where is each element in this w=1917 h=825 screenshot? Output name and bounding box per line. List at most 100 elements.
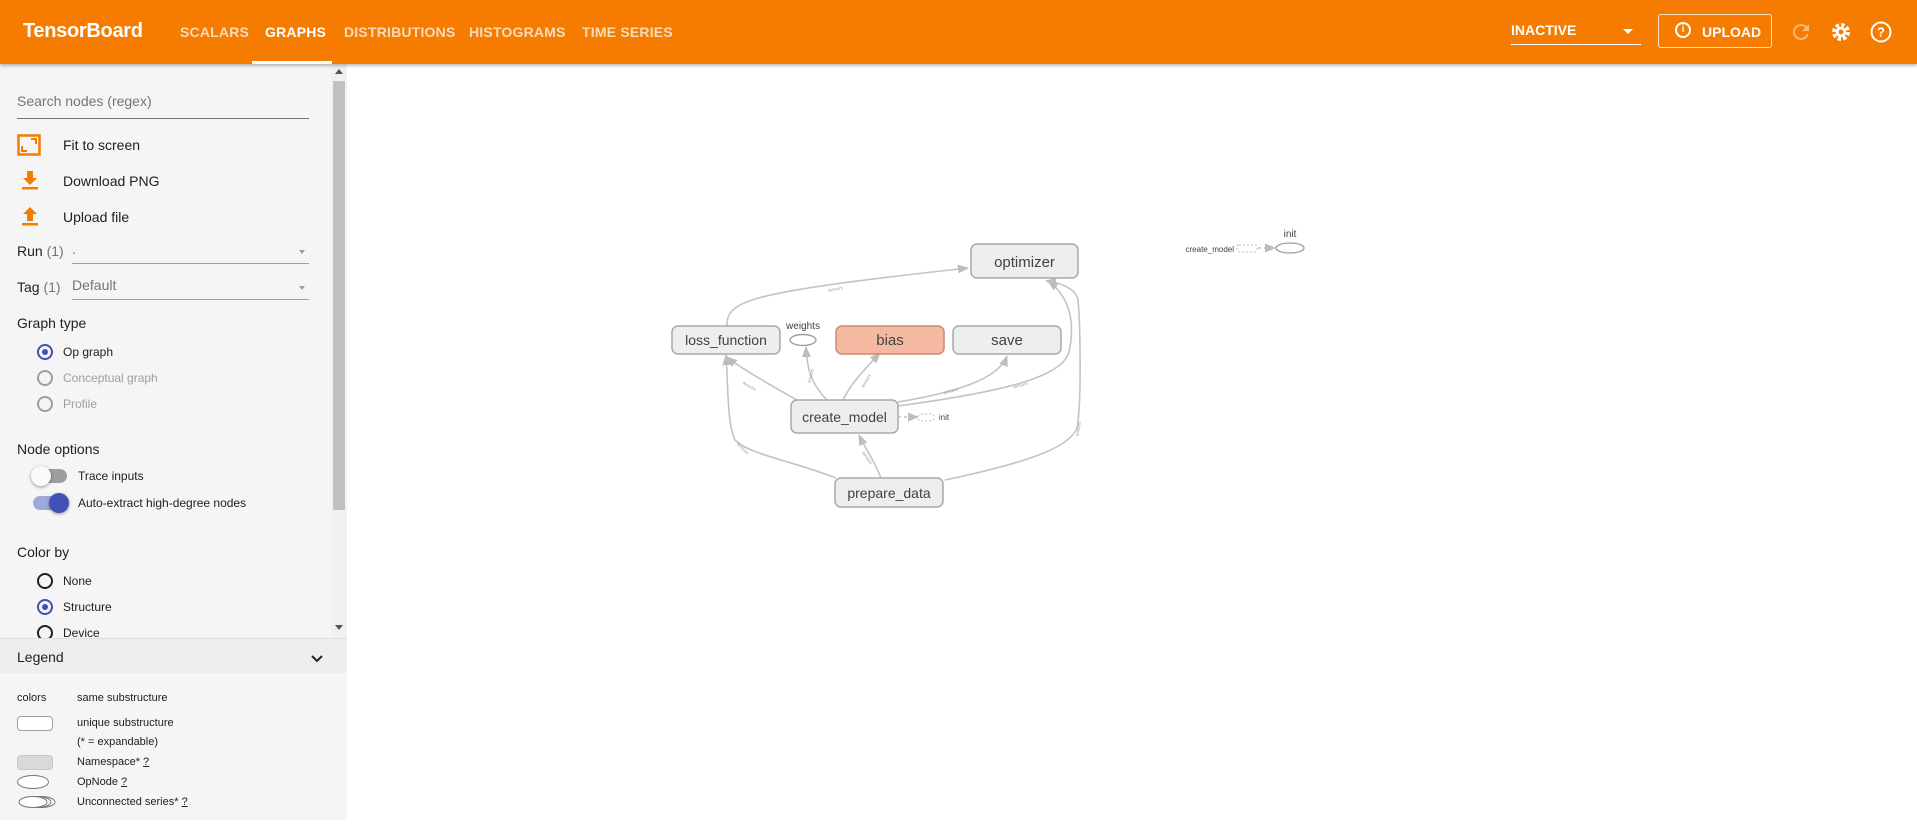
edge-create-to-save	[897, 354, 1008, 403]
color-by-title: Color by	[17, 544, 70, 560]
top-bar: TensorBoard SCALARS GRAPHS DISTRIBUTIONS…	[0, 0, 1917, 64]
node-label: init	[939, 413, 950, 422]
node-label: save	[991, 332, 1023, 349]
edge-label: tensors	[742, 380, 758, 392]
node-label: optimizer	[994, 254, 1055, 271]
node-label: loss_function	[685, 332, 767, 348]
toggle-knob	[31, 466, 51, 486]
node-init-small[interactable]: init	[917, 413, 950, 422]
scroll-up-arrow-icon[interactable]	[335, 69, 343, 74]
unconnected-series-swatch-icon	[17, 795, 57, 814]
aux-init-node[interactable]	[1275, 242, 1305, 254]
toggle-knob	[49, 493, 69, 513]
chevron-down-icon	[1623, 29, 1633, 34]
settings-gear-icon[interactable]	[1829, 20, 1853, 44]
node-save[interactable]: save	[952, 325, 1062, 355]
legend-same-substructure: same substructure	[77, 692, 168, 704]
node-optimizer[interactable]: optimizer	[970, 243, 1079, 279]
run-field-label: Run (1)	[17, 243, 64, 259]
tag-count: (1)	[43, 279, 61, 295]
node-label: prepare_data	[847, 485, 931, 501]
edge-create-to-loss	[726, 356, 798, 401]
legend-unconnected: Unconnected series* ?	[77, 796, 188, 808]
node-label: bias	[876, 332, 904, 349]
app-title: TensorBoard	[23, 20, 143, 42]
edge-labels: tensors tensors tensors tensors tensors …	[736, 285, 1082, 466]
tab-distributions[interactable]: DISTRIBUTIONS	[344, 24, 456, 40]
edge-label: tensors	[1075, 420, 1083, 436]
legend-header[interactable]: Legend	[0, 638, 347, 674]
run-status-select[interactable]: INACTIVE	[1511, 22, 1641, 45]
edge-label: tensors	[828, 285, 844, 293]
node-options-title: Node options	[17, 441, 100, 457]
node-loss-function[interactable]: loss_function	[671, 325, 781, 355]
conceptual-graph-label: Conceptual graph	[63, 371, 158, 385]
tab-histograms[interactable]: HISTOGRAMS	[469, 24, 566, 40]
graph-type-title: Graph type	[17, 315, 87, 331]
sidebar: Search nodes (regex) Fit to screen Downl…	[0, 64, 347, 638]
edge-label: tensors	[806, 367, 815, 383]
graph-canvas[interactable]: tensors tensors tensors tensors tensors …	[347, 64, 1917, 820]
run-dropdown[interactable]: .	[72, 241, 309, 264]
run-count: (1)	[46, 243, 64, 259]
namespace-help-link[interactable]: ?	[143, 756, 150, 768]
tag-field-label: Tag (1)	[17, 279, 61, 295]
unique-substructure-swatch	[17, 716, 53, 731]
dropdown-caret-icon	[299, 286, 305, 290]
scroll-down-arrow-icon[interactable]	[335, 625, 343, 630]
legend-body: colors same substructure unique substruc…	[0, 673, 347, 820]
legend-namespace-label: Namespace*	[77, 756, 140, 768]
profile-label: Profile	[63, 397, 98, 411]
unconnected-help-link[interactable]: ?	[181, 796, 188, 808]
graph-svg[interactable]: tensors tensors tensors tensors tensors …	[347, 64, 1917, 820]
tab-graphs[interactable]: GRAPHS	[265, 24, 327, 40]
radio-unselected-icon	[37, 625, 53, 638]
tag-dropdown-value: Default	[72, 277, 117, 293]
legend-unique-substructure: unique substructure	[77, 717, 174, 729]
download-icon	[21, 170, 39, 195]
edge-label: tensors	[860, 372, 872, 388]
tab-time-series[interactable]: TIME SERIES	[582, 24, 673, 40]
radio-selected-icon	[37, 599, 53, 615]
run-label: Run	[17, 243, 43, 259]
sidebar-scrollbar-thumb[interactable]	[333, 81, 345, 510]
node-create-model[interactable]: create_model	[790, 399, 899, 434]
search-nodes-input[interactable]: Search nodes (regex)	[17, 93, 309, 119]
search-placeholder: Search nodes (regex)	[17, 93, 152, 109]
tab-scalars[interactable]: SCALARS	[180, 24, 250, 40]
upload-file-label: Upload file	[63, 209, 130, 225]
edge-label: tensors	[943, 387, 959, 396]
refresh-icon[interactable]	[1789, 20, 1813, 44]
edge-label: tensors	[1013, 381, 1029, 390]
edge-prepare-to-optimizer	[944, 277, 1081, 481]
opnode-help-link[interactable]: ?	[121, 776, 128, 788]
aux-create-model-node[interactable]	[1236, 244, 1258, 253]
auto-extract-label: Auto-extract high-degree nodes	[78, 496, 247, 510]
node-weights[interactable]: weights	[785, 321, 820, 347]
radio-selected-icon	[37, 344, 53, 360]
upload-icon	[21, 206, 39, 231]
fit-to-screen-label: Fit to screen	[63, 137, 141, 153]
trace-inputs-label: Trace inputs	[78, 469, 144, 483]
opnode-swatch-icon	[17, 775, 49, 789]
run-status-value: INACTIVE	[1511, 22, 1577, 38]
color-device-label: Device	[63, 626, 100, 638]
edge-loss-to-optimizer	[726, 264, 970, 327]
upload-label: UPLOAD	[1702, 24, 1762, 40]
help-icon[interactable]: ?	[1869, 20, 1893, 44]
op-graph-label: Op graph	[63, 345, 114, 359]
namespace-swatch	[17, 755, 53, 770]
legend-unconnected-label: Unconnected series*	[77, 796, 179, 808]
tag-dropdown[interactable]: Default	[72, 277, 309, 300]
info-icon: i	[1675, 22, 1691, 38]
dropdown-caret-icon	[299, 250, 305, 254]
upload-button[interactable]: i UPLOAD	[1658, 14, 1772, 48]
node-bias[interactable]: bias	[835, 325, 945, 355]
edge-prepare-to-loss	[722, 353, 837, 479]
color-none-label: None	[63, 574, 92, 588]
aux-init-label: init	[1284, 229, 1297, 240]
aux-create-model-label: create_model	[1186, 245, 1235, 254]
auxiliary-graph: create_model init	[1186, 229, 1305, 254]
node-prepare-data[interactable]: prepare_data	[834, 477, 944, 508]
legend-title: Legend	[17, 649, 64, 665]
